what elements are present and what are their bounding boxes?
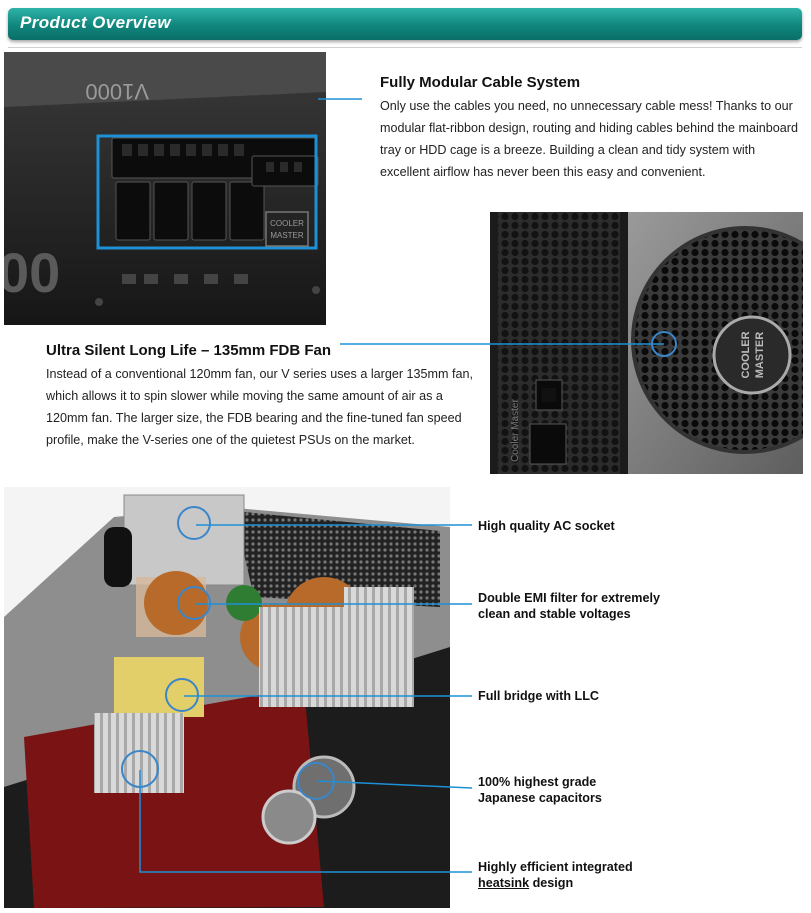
model-text: V1000	[85, 79, 149, 104]
label-ac-socket: High quality AC socket	[478, 518, 615, 534]
label-capacitors: 100% highest grade Japanese capacitors	[478, 774, 602, 806]
label-heatsink-underlined: heatsink	[478, 876, 530, 890]
label-ac-socket-line1: High quality AC socket	[478, 519, 615, 533]
label-heatsink-line2: heatsink design	[478, 875, 633, 891]
fan-photo: COOLER MASTER Cooler Master	[490, 212, 803, 474]
banner-separator	[8, 47, 802, 48]
cable-body: Only use the cables you need, no unneces…	[380, 99, 798, 179]
label-emi-filter-line2: clean and stable voltages	[478, 607, 631, 621]
badge-line2: MASTER	[270, 231, 304, 240]
fan-badge-line1: COOLER	[740, 331, 752, 378]
internals-photo	[4, 487, 450, 908]
fan-hub-highlight	[651, 331, 677, 357]
label-full-bridge: Full bridge with LLC	[478, 688, 599, 704]
fan-side-text: Cooler Master	[510, 399, 521, 462]
label-emi-filter: Double EMI filter for extremely clean an…	[478, 590, 660, 622]
label-emi-filter-line1: Double EMI filter for extremely	[478, 591, 660, 605]
fan-heading: Ultra Silent Long Life – 135mm FDB Fan	[46, 342, 332, 359]
label-full-bridge-line1: Full bridge with LLC	[478, 689, 600, 703]
big-digits-text: 00	[4, 241, 60, 304]
label-capacitors-line2: Japanese capacitors	[478, 791, 602, 805]
label-heatsink-line1: Highly efficient integrated	[478, 860, 633, 874]
callout-line-capacitors	[317, 780, 473, 789]
fan-badge-line2: MASTER	[754, 332, 766, 379]
section-banner: Product Overview	[8, 8, 802, 40]
label-capacitors-line1: 100% highest grade	[478, 775, 597, 789]
badge-line1: COOLER	[270, 219, 304, 228]
label-heatsink-rest: design	[529, 876, 574, 890]
callout-line-heatsink	[139, 770, 472, 873]
banner-title: Product Overview	[20, 13, 171, 32]
modular-panel-photo: V1000 00 COOLER MASTER	[4, 52, 326, 325]
fan-body: Instead of a conventional 120mm fan, our…	[46, 367, 474, 447]
cable-heading: Fully Modular Cable System	[380, 74, 581, 91]
label-heatsink: Highly efficient integrated heatsink des…	[478, 859, 633, 891]
